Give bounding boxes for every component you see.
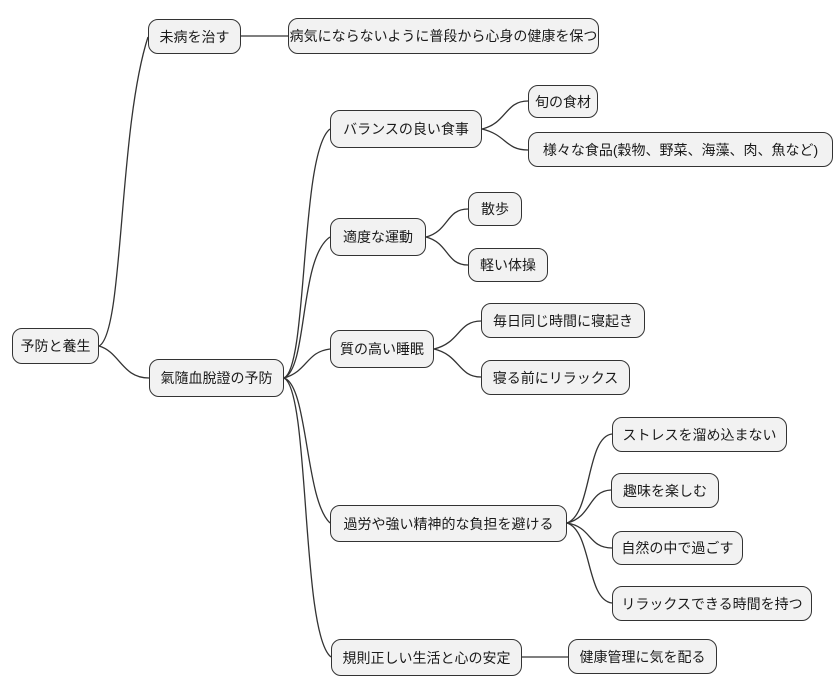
node-relax-time: リラックスできる時間を持つ	[612, 586, 812, 621]
edge-balanced-diet-to-various-foods	[481, 128, 529, 151]
node-no-stress-buildup: ストレスを溜め込まない	[612, 417, 787, 452]
edge-overwork-to-nature	[566, 522, 613, 549]
edge-sleep-to-regular-schedule	[433, 320, 482, 350]
node-time-in-nature: 自然の中で過ごす	[612, 531, 743, 565]
edge-overwork-to-no-stress	[566, 433, 613, 524]
edge-exercise-to-light-calisthenics	[425, 236, 469, 266]
edge-qi-blood-to-balanced-diet	[283, 128, 331, 379]
node-treat-predisease: 未病を治す	[148, 19, 241, 54]
node-light-calisthenics: 軽い体操	[468, 248, 548, 282]
node-regular-sleep-schedule: 毎日同じ時間に寝起き	[481, 303, 645, 338]
edge-qi-blood-to-moderate-exercise	[283, 236, 331, 379]
edge-overwork-to-hobbies	[566, 489, 612, 524]
node-enjoy-hobbies: 趣味を楽しむ	[611, 473, 719, 508]
node-avoid-overwork: 過労や強い精神的な負担を避ける	[330, 505, 567, 542]
edge-qi-blood-to-quality-sleep	[283, 348, 331, 379]
node-balanced-diet: バランスの良い食事	[330, 110, 482, 148]
node-quality-sleep: 質の高い睡眠	[330, 330, 434, 368]
node-keep-health-daily: 病気にならないように普段から心身の健康を保つ	[288, 18, 599, 54]
node-seasonal-food: 旬の食材	[528, 85, 598, 118]
edge-overwork-to-relax-time	[566, 522, 613, 604]
node-qi-blood-prevention: 氣隨血脫證の予防	[149, 359, 284, 397]
node-moderate-exercise: 適度な運動	[330, 218, 426, 256]
edge-root-to-qi-blood-prevention	[98, 345, 150, 379]
node-prevention-root: 予防と養生	[12, 328, 99, 364]
edge-qi-blood-to-avoid-overwork	[283, 377, 331, 524]
node-health-management: 健康管理に気を配る	[568, 639, 717, 674]
edge-sleep-to-relax-before-bed	[433, 348, 482, 378]
node-relax-before-bed: 寝る前にリラックス	[481, 360, 630, 395]
edge-balanced-diet-to-seasonal-food	[481, 100, 529, 130]
node-walking: 散歩	[468, 192, 522, 226]
edge-root-to-treat-predisease	[98, 36, 149, 347]
edge-qi-blood-to-regular-life	[283, 377, 332, 658]
edge-exercise-to-walking	[425, 208, 469, 238]
node-various-foods: 様々な食品(穀物、野菜、海藻、肉、魚など)	[528, 132, 833, 167]
node-regular-life-stability: 規則正しい生活と心の安定	[331, 639, 522, 676]
